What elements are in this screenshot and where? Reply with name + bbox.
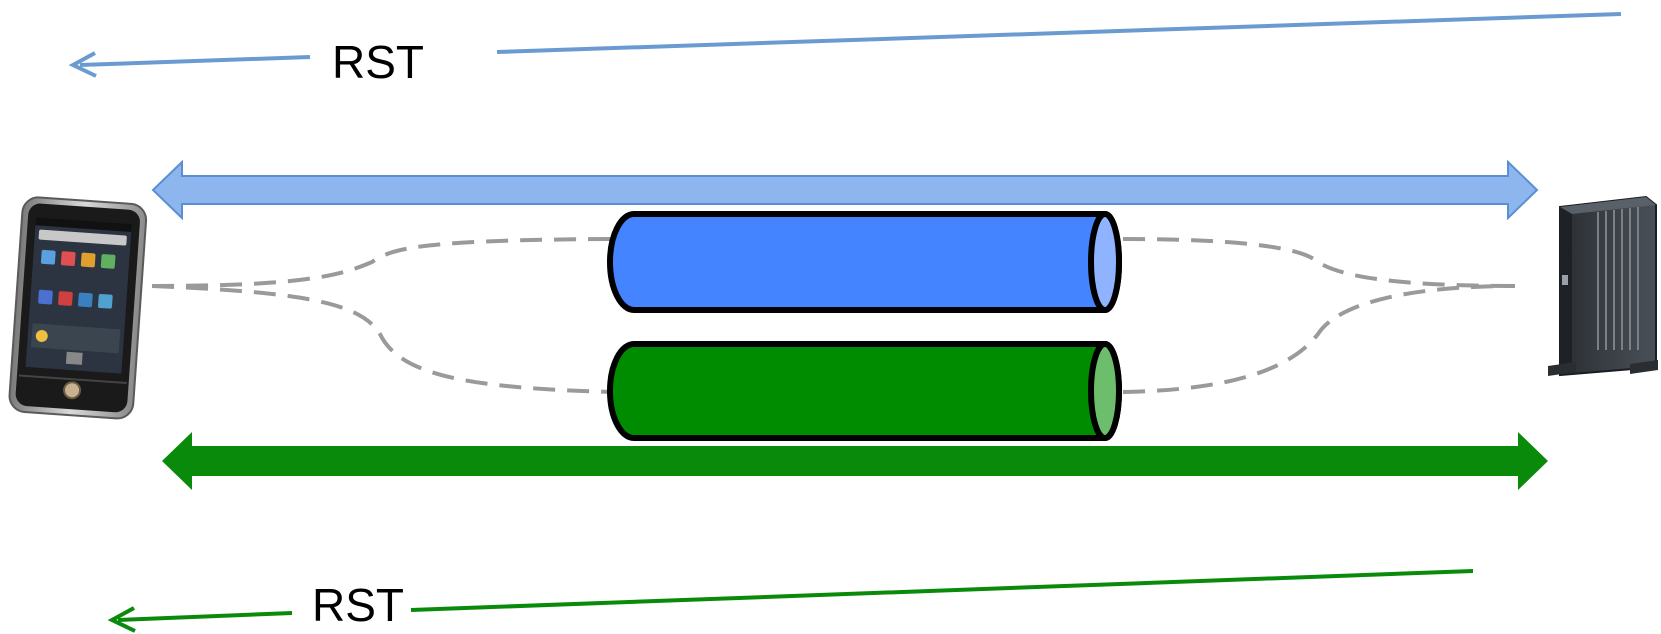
rst-bottom-line-right bbox=[410, 569, 1474, 612]
dashed-path-left-top bbox=[151, 237, 613, 288]
rst-top-line-left bbox=[79, 55, 311, 67]
green-double-arrow bbox=[162, 432, 1548, 490]
dashed-paths-left bbox=[151, 237, 613, 394]
blue-double-arrow bbox=[151, 159, 1539, 221]
blue-tunnel-cylinder bbox=[607, 211, 1122, 313]
tower-server-icon bbox=[1548, 195, 1658, 377]
rst-top-line-right bbox=[496, 12, 1622, 54]
rst-top-arrow bbox=[68, 12, 1622, 78]
rst-bottom-arrow bbox=[107, 569, 1474, 633]
smartphone-icon bbox=[8, 196, 148, 420]
rst-bottom-line-left bbox=[117, 611, 293, 622]
rst-bottom-arrowhead bbox=[107, 606, 136, 633]
green-tunnel-end bbox=[1088, 341, 1122, 441]
green-tunnel-cylinder bbox=[607, 341, 1122, 441]
blue-tunnel-end bbox=[1088, 211, 1122, 313]
rst-top-arrowhead bbox=[68, 51, 97, 78]
dashed-paths-right bbox=[1122, 237, 1516, 394]
dashed-path-left-bottom bbox=[151, 284, 613, 394]
dashed-path-right-top bbox=[1122, 237, 1516, 288]
rst-bottom-label: RST bbox=[312, 579, 404, 631]
rst-top-label: RST bbox=[332, 36, 424, 88]
dashed-path-right-bottom bbox=[1122, 284, 1516, 394]
